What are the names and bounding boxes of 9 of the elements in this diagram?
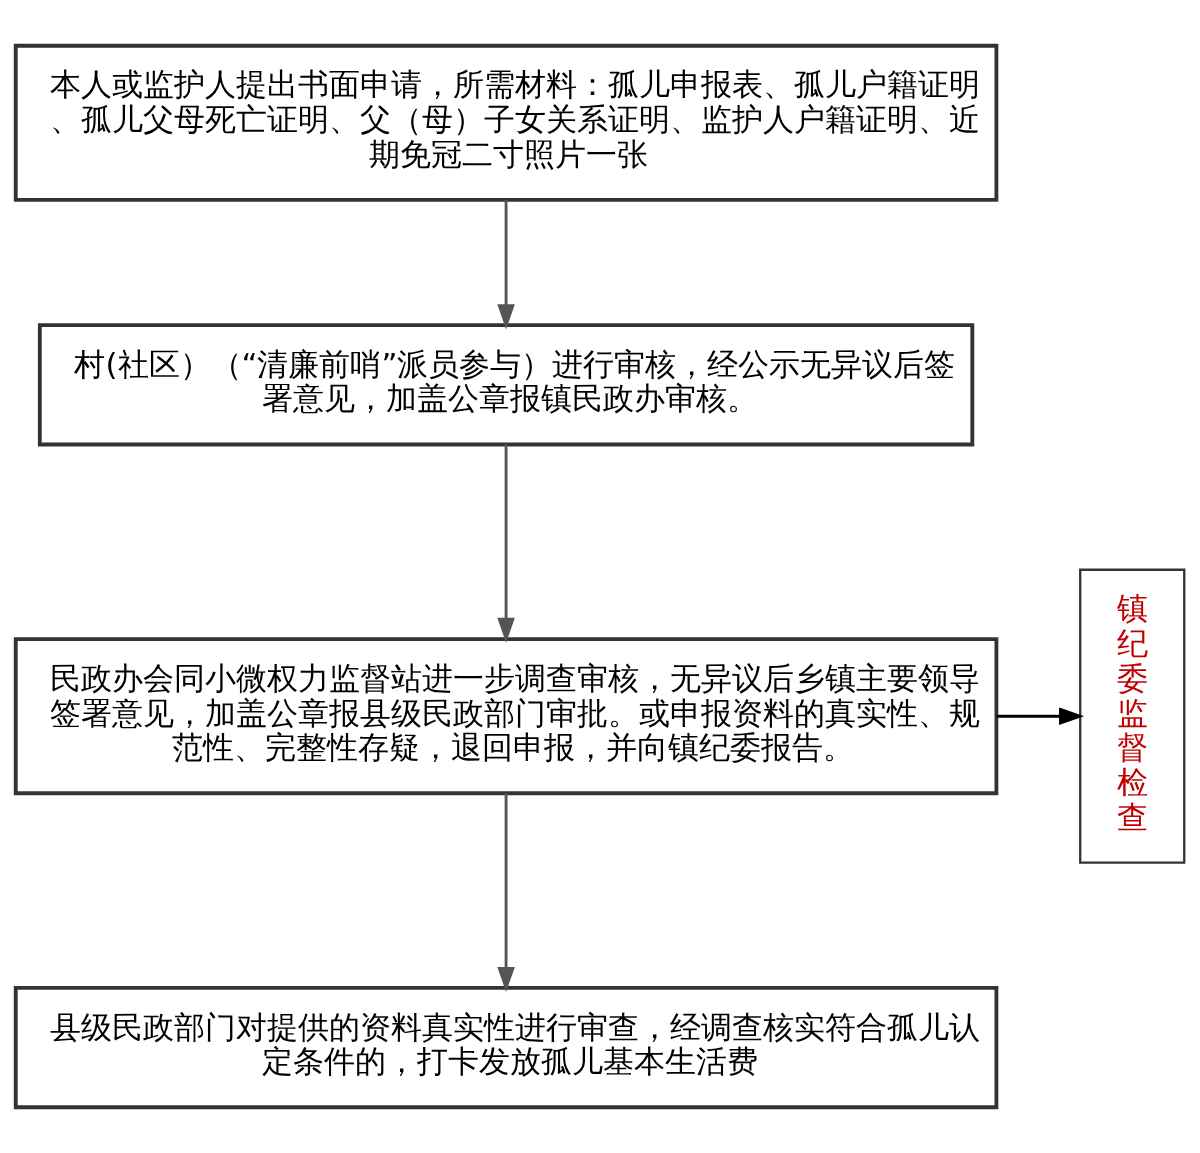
arrow	[497, 444, 515, 643]
node-box: 县级民政部门对提供的资料真实性进行审查，经调查核实符合孤儿认定条件的，打卡发放孤儿基本生活费	[13, 985, 999, 1110]
arrow	[996, 707, 1085, 725]
arrow	[497, 793, 515, 993]
node-box: 民政办会同小微权力监督站进一步调查审核，无异议后乡镇主要领导签署意见，加盖公章报县级民政部门审批。或申报资料的真实性、规范性、完整性存疑，退回申报，并向镇纪委报告。	[13, 637, 999, 796]
node-box: 本人或监护人提出书面申请，所需材料：孤儿申报表、孤儿户籍证明、孤儿父母死亡证明、父（母）子女关系证明、监护人户籍证明、近期免冠二寸照片一张	[13, 43, 999, 202]
arrow	[497, 200, 515, 330]
node-box: 镇纪委监督检查	[1079, 568, 1186, 864]
node-box: 村(社区）（“清廉前哨”派员参与）进行审核，经公示无异议后签署意见，加盖公章报镇民政办审核。	[37, 323, 975, 447]
